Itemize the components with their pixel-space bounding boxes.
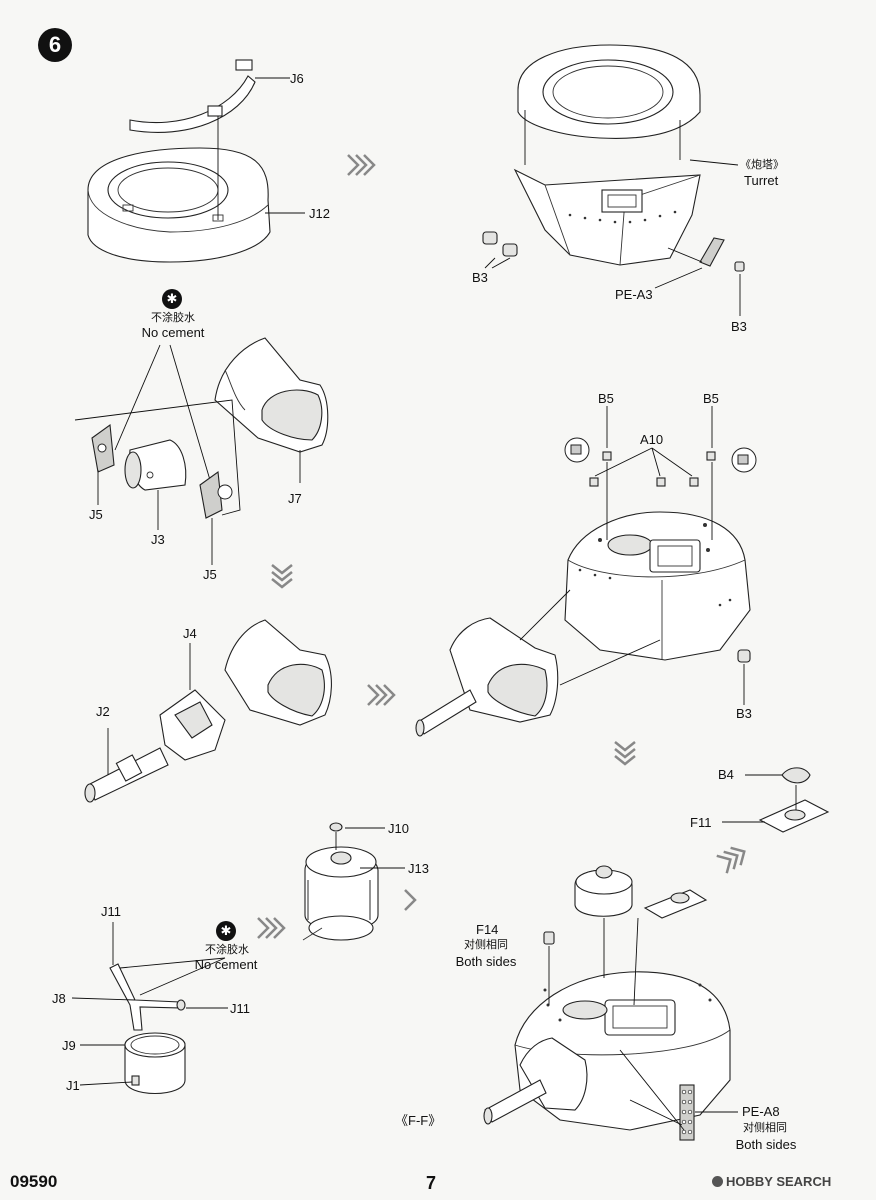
no-cement-icon: ✱ <box>216 921 236 941</box>
label-no-cement-cn: 不涂胶水 <box>205 944 249 956</box>
final-hatch <box>643 889 708 919</box>
watermark-text: HOBBY SEARCH <box>726 1174 832 1189</box>
label-b4: B4 <box>718 767 734 782</box>
label-b3: B3 <box>472 270 488 285</box>
label-pe-a8-cn: 对侧相同 <box>743 1122 787 1134</box>
turret-lower-body <box>513 168 701 266</box>
label-b3: B3 <box>736 706 752 721</box>
watermark: HOBBY SEARCH <box>712 1174 831 1189</box>
mantlet-housing-copy <box>224 619 332 726</box>
label-pe-a8: PE-A8 <box>742 1104 780 1119</box>
arrow-down-icon <box>271 564 293 589</box>
b5-b3-small-parts <box>589 451 751 663</box>
label-j2: J2 <box>96 704 110 719</box>
mantlet-with-gun <box>415 617 559 737</box>
arrow-right-icon <box>367 684 396 706</box>
label-j6: J6 <box>290 71 304 86</box>
label-b3: B3 <box>731 319 747 334</box>
label-j3: J3 <box>151 532 165 547</box>
no-cement-leaders <box>114 344 211 481</box>
b3-bolts <box>482 231 745 272</box>
label-a10: A10 <box>640 432 664 447</box>
label-j5: J5 <box>203 567 217 582</box>
final-cupola <box>574 865 633 917</box>
j5-bracket-right <box>199 470 233 519</box>
label-b5: B5 <box>703 391 719 406</box>
j6-ring-segment <box>129 59 256 133</box>
label-j10: J10 <box>388 821 409 836</box>
arrow-right-icon <box>257 917 286 939</box>
j2-gun-barrel <box>84 747 169 803</box>
label-j1: J1 <box>66 1078 80 1093</box>
turret-top-ring <box>517 44 701 139</box>
pe-a8-photoetch-strip <box>679 1084 695 1141</box>
label-pe-a8-en: Both sides <box>735 1137 797 1152</box>
j5-bracket-left <box>91 423 115 473</box>
j3-cylinder <box>124 439 187 491</box>
j8-j11-periscope-arm <box>109 963 186 1031</box>
step-number-badge: 6 <box>38 28 72 62</box>
label-turret-cn: 《炮塔》 <box>740 159 784 171</box>
b4-f11-hatch <box>758 767 830 833</box>
no-cement-icon: ✱ <box>162 289 182 309</box>
turret-upper-assembly <box>564 511 751 661</box>
label-pe-a3: PE-A3 <box>615 287 653 302</box>
arrow-down-icon <box>614 741 636 766</box>
label-j8: J8 <box>52 991 66 1006</box>
label-j9: J9 <box>62 1038 76 1053</box>
j4-mantlet <box>159 689 226 761</box>
label-j12: J12 <box>309 206 330 221</box>
rivet-callout-icon <box>564 437 757 473</box>
product-code: 09590 <box>10 1172 58 1191</box>
label-f-f-view: 《F-F》 <box>395 1113 442 1128</box>
label-j4: J4 <box>183 626 197 641</box>
label-j5: J5 <box>89 507 103 522</box>
pe-a3-photoetch-strip <box>699 237 725 267</box>
label-turret-en: Turret <box>744 173 779 188</box>
j1-j9-cupola-base <box>124 1032 186 1095</box>
page-number: 7 <box>426 1173 437 1193</box>
label-j7: J7 <box>288 491 302 506</box>
label-j11: J11 <box>101 904 121 919</box>
label-f14-cn: 对侧相同 <box>464 939 508 951</box>
arrow-right-icon <box>347 154 376 176</box>
label-j13: J13 <box>408 861 429 876</box>
j13-cupola <box>302 846 379 941</box>
arrow-right-icon <box>716 846 746 874</box>
label-b5: B5 <box>598 391 614 406</box>
label-no-cement-en: No cement <box>141 325 205 340</box>
label-j11: J11 <box>230 1001 250 1016</box>
f14-part <box>543 931 555 945</box>
j10-part <box>329 822 343 832</box>
arrow-right-icon <box>404 889 417 911</box>
label-f14: F14 <box>476 922 499 937</box>
label-f14-en: Both sides <box>455 954 517 969</box>
j12-turret-ring-plate <box>87 147 271 263</box>
label-f11: F11 <box>690 815 712 830</box>
label-no-cement-cn: 不涂胶水 <box>151 312 195 324</box>
label-no-cement-en: No cement <box>194 957 258 972</box>
watermark-logo-icon <box>712 1176 723 1187</box>
final-turret-assembly <box>483 971 731 1131</box>
j7-mantlet-housing <box>214 337 329 453</box>
